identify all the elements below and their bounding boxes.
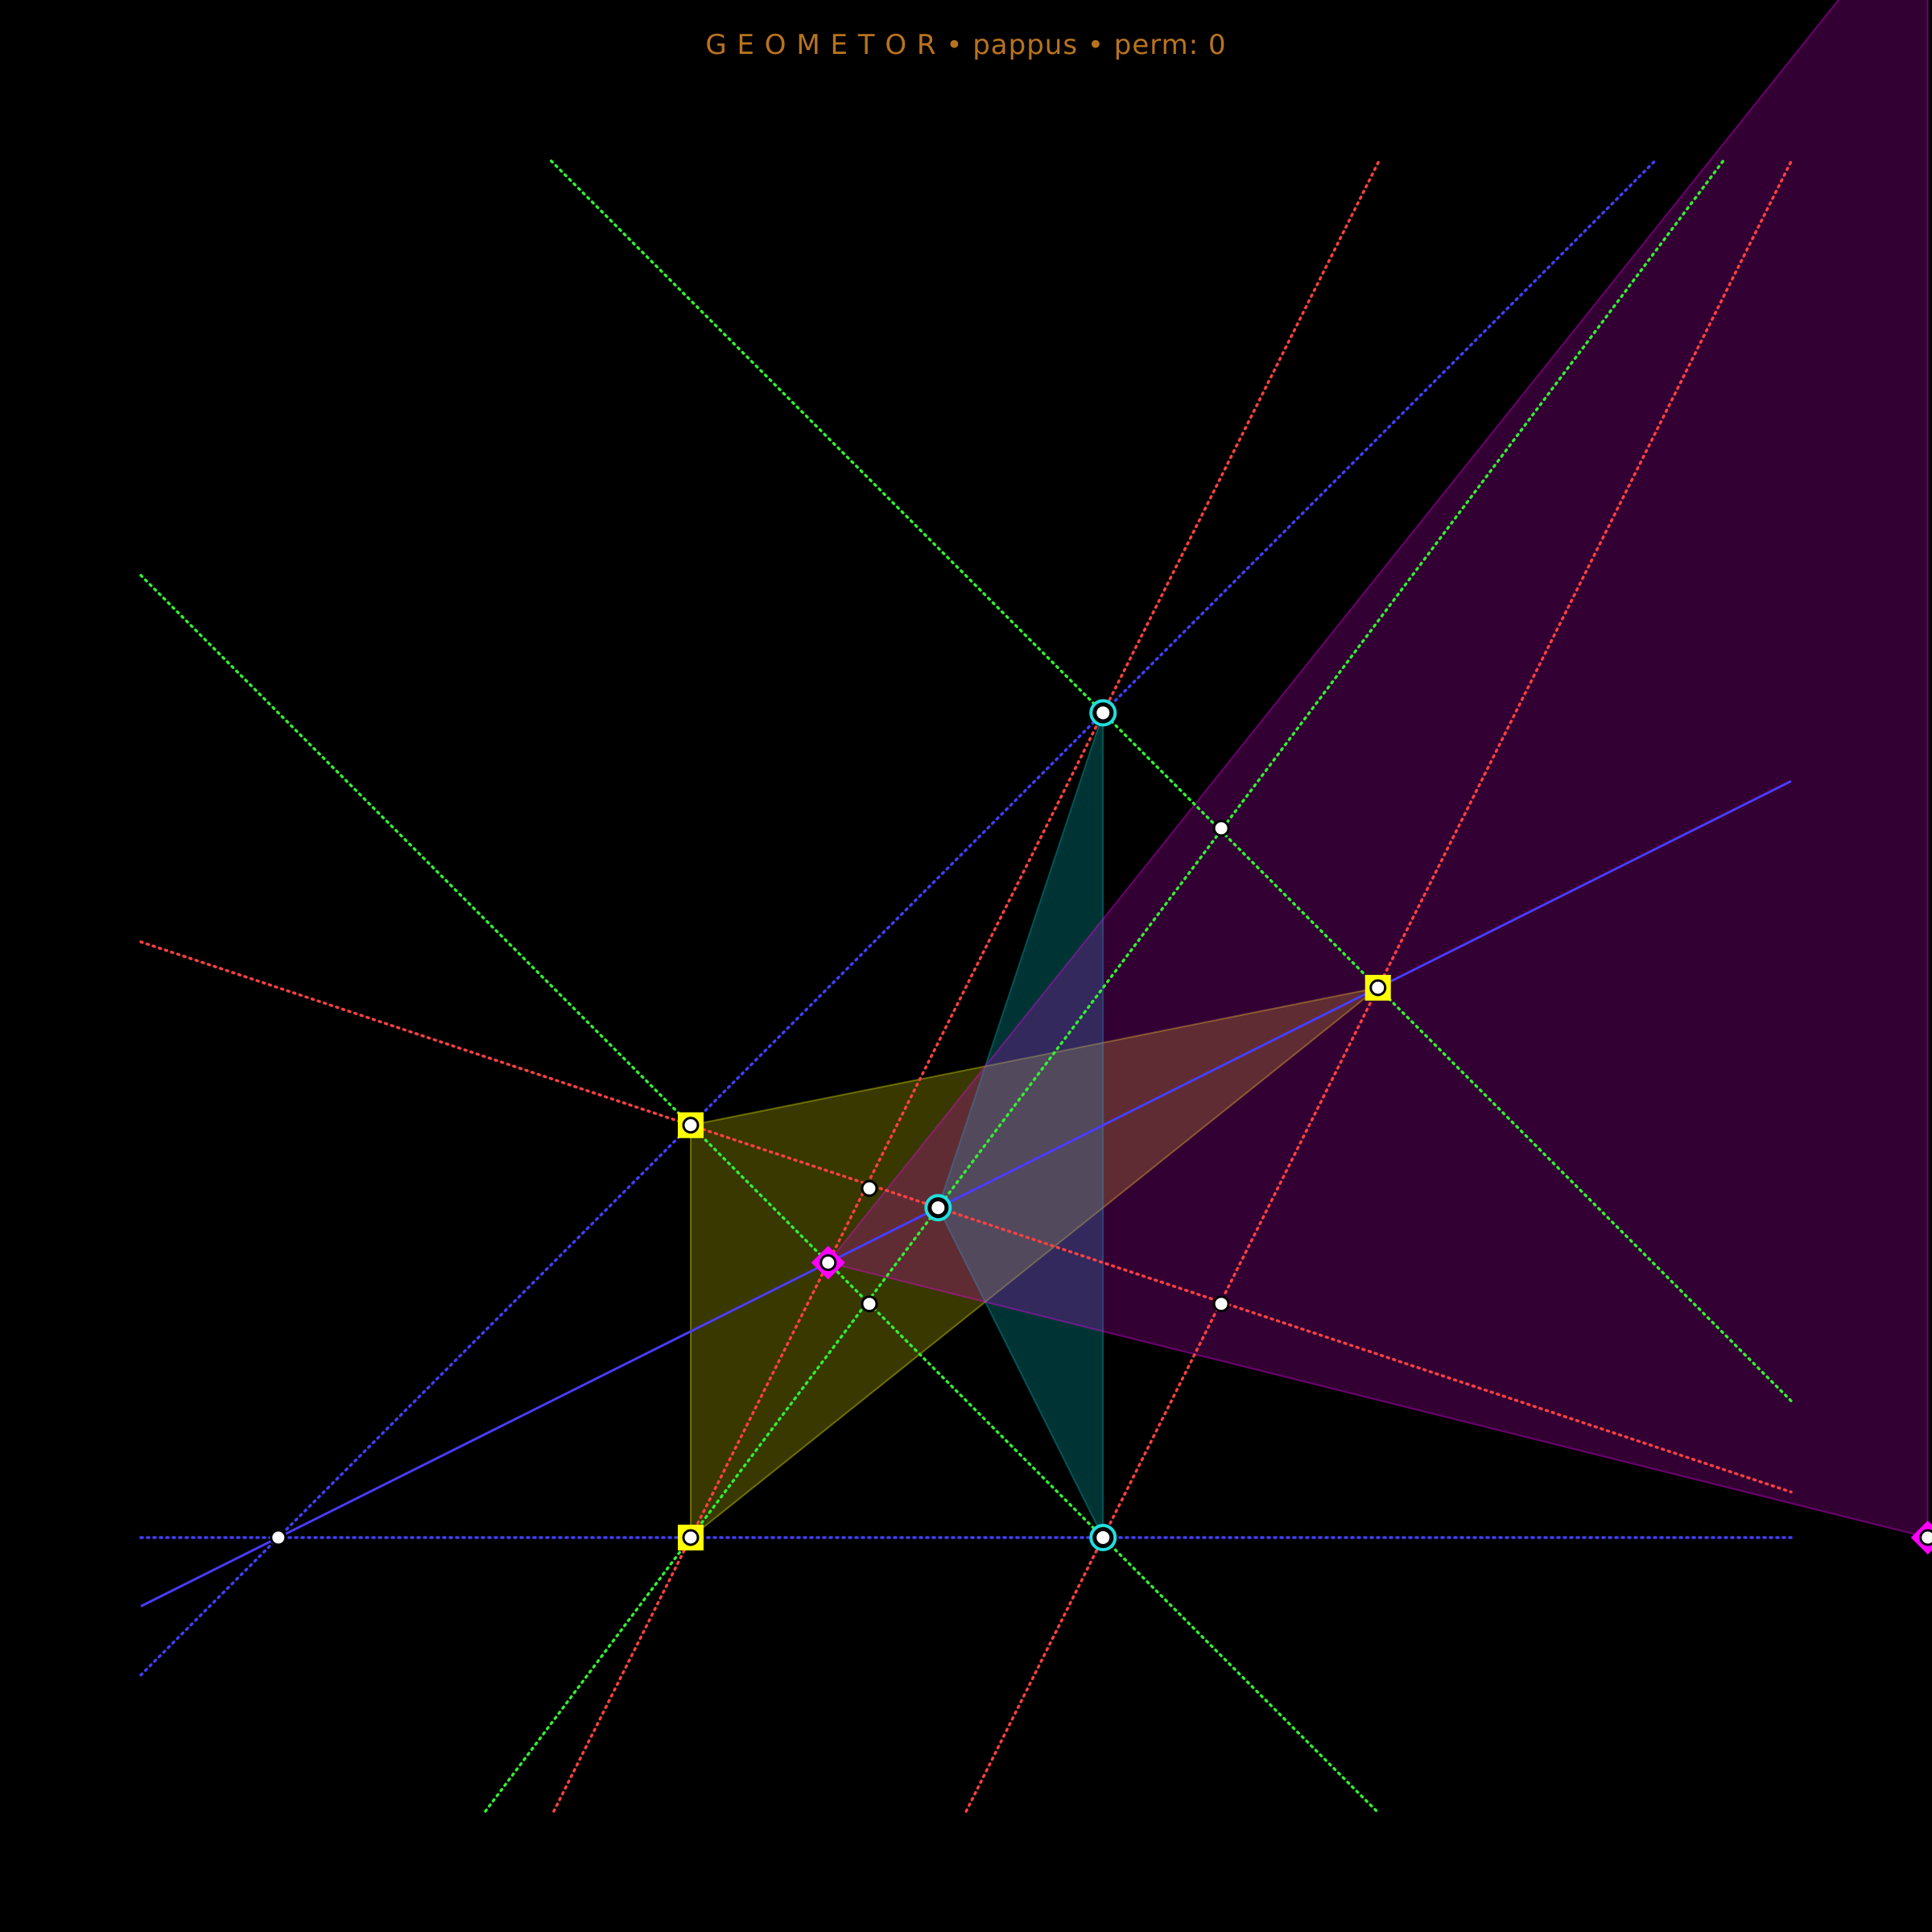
point-w4-marker — [1212, 1295, 1230, 1313]
red-3-line — [139, 940, 1793, 1494]
point-m3-marker — [811, 1245, 845, 1280]
magenta-triangle — [826, 0, 1929, 1539]
point-y2-marker — [678, 1112, 704, 1138]
points-layer — [270, 699, 1932, 1554]
point-c2-marker — [1089, 699, 1117, 727]
page-title: G E O M E T O R • pappus • perm: 0 — [705, 29, 1227, 61]
triangles-layer — [690, 0, 1929, 1540]
red-1-line — [552, 159, 1381, 1813]
green-1-line — [550, 159, 1793, 1402]
pappus-line-line — [140, 780, 1792, 1608]
point-w1-marker — [861, 1179, 878, 1197]
point-c3-marker — [924, 1194, 952, 1222]
point-b-marker — [270, 1529, 287, 1546]
point-w2-marker — [861, 1295, 878, 1313]
point-m1-marker — [1910, 1521, 1932, 1554]
point-y3-marker — [1364, 975, 1391, 1001]
green-2-line — [139, 574, 1378, 1813]
blue-diagonal-line — [139, 159, 1657, 1677]
point-w3-marker — [1212, 819, 1230, 837]
point-c1-marker — [1089, 1524, 1117, 1551]
point-y1-marker — [678, 1525, 704, 1550]
